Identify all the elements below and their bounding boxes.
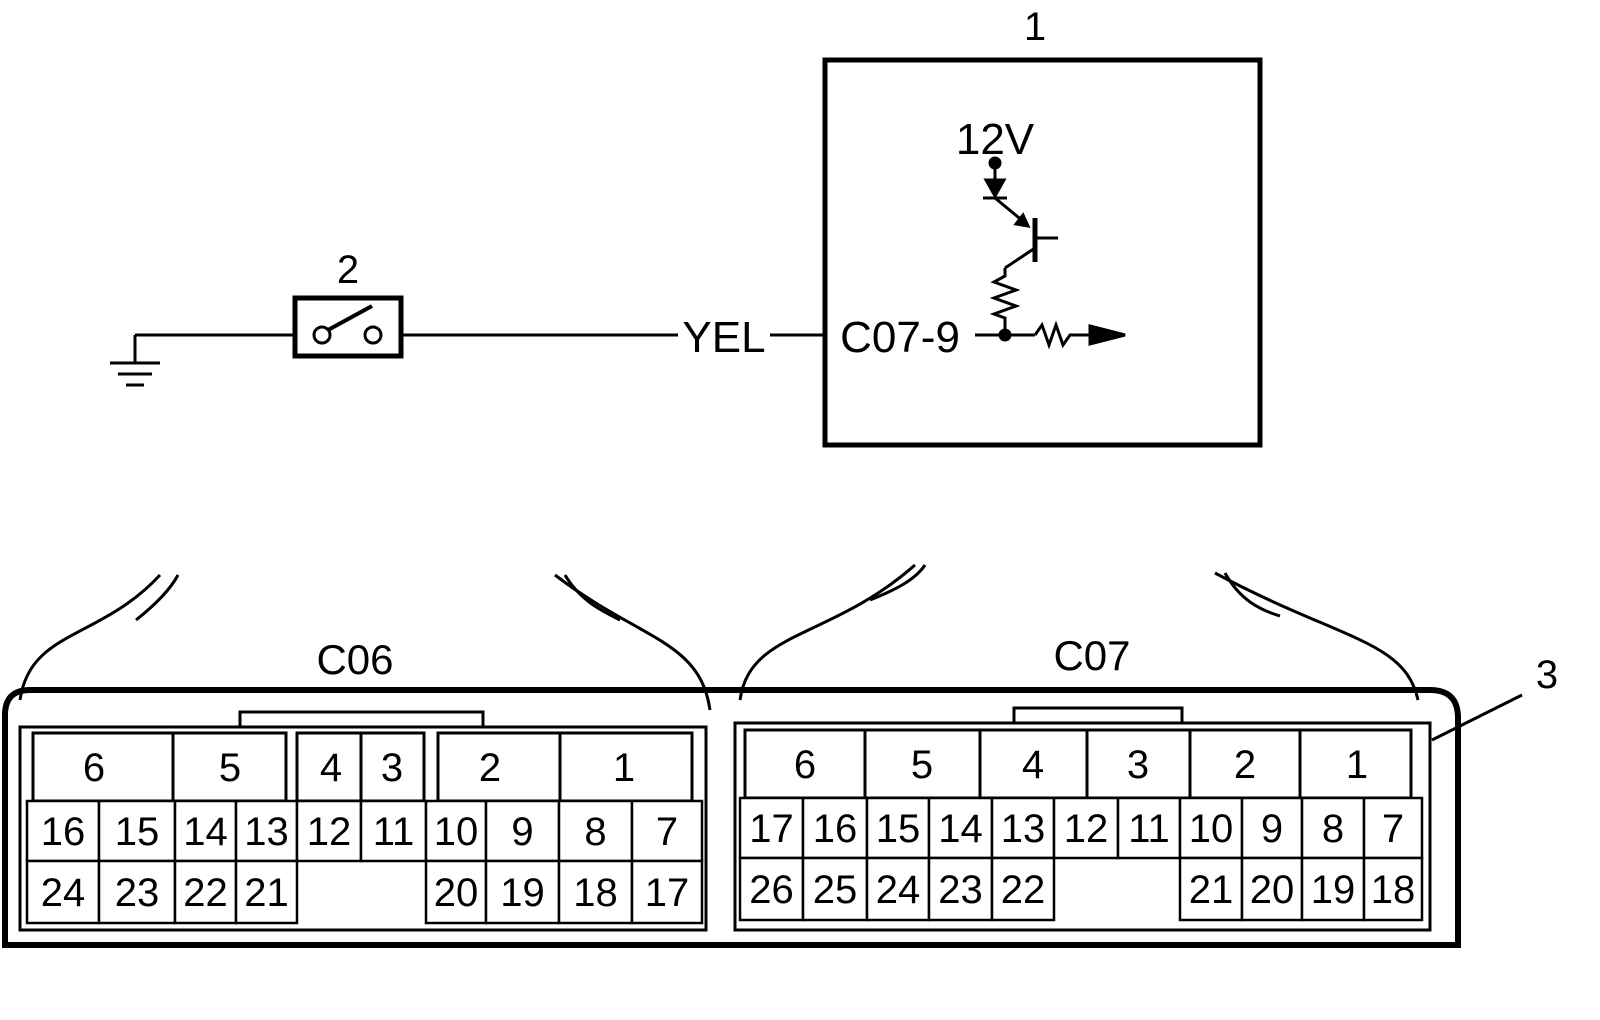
pin-cell xyxy=(234,859,299,925)
pin-number: 20 xyxy=(1250,868,1295,912)
pin-number: 26 xyxy=(749,868,794,912)
pin-number: 14 xyxy=(183,810,228,854)
pin-cell xyxy=(1052,796,1120,860)
pin-number: 17 xyxy=(749,807,794,851)
module-pin-label: C07-9 xyxy=(840,313,960,362)
cavity-label: 1 xyxy=(1346,743,1368,787)
pin-number: 20 xyxy=(434,871,479,915)
cavity-label: 3 xyxy=(1127,743,1149,787)
pin-cell xyxy=(1362,796,1424,860)
connector-c06-pins: 16 15 14 13 12 11 10 9 8 7 24 23 22 21 20 19 18 17 xyxy=(25,799,704,925)
wire-color-label: YEL xyxy=(682,313,765,362)
cavity-label: 6 xyxy=(794,743,816,787)
pin-number: 10 xyxy=(434,810,479,854)
housing-leader xyxy=(1431,693,1523,742)
pin-number: 19 xyxy=(1311,868,1356,912)
pin-cell xyxy=(738,856,805,922)
pin-cell xyxy=(25,859,101,925)
pin-number: 17 xyxy=(645,871,690,915)
switch-icon xyxy=(292,295,404,359)
switch-callout: 2 xyxy=(337,248,359,292)
pin-cell xyxy=(801,856,869,922)
pin-number: 18 xyxy=(573,871,618,915)
pin-number: 19 xyxy=(500,871,545,915)
supply-label: 12V xyxy=(956,115,1035,164)
module-callout: 1 xyxy=(1024,5,1046,49)
pin-cell xyxy=(990,796,1056,860)
pin-cell xyxy=(1240,796,1304,860)
pin-number: 7 xyxy=(1382,807,1404,851)
pin-number: 18 xyxy=(1371,868,1416,912)
pin-number: 16 xyxy=(813,807,858,851)
pin-cell xyxy=(97,799,177,863)
pin-number: 8 xyxy=(1322,807,1344,851)
module-box xyxy=(822,57,1263,448)
cavity-label: 4 xyxy=(320,746,342,790)
pin-number: 21 xyxy=(244,871,289,915)
pin-cell xyxy=(359,799,428,863)
pin-cell xyxy=(990,856,1056,922)
pin-number: 10 xyxy=(1189,807,1234,851)
pin-number: 14 xyxy=(938,807,983,851)
cavity-label: 5 xyxy=(911,743,933,787)
pin-cell xyxy=(424,859,488,925)
connector-c07-label: C07 xyxy=(1053,632,1130,679)
cavity-label: 5 xyxy=(219,746,241,790)
pin-cell xyxy=(1300,856,1366,922)
cavity-label: 2 xyxy=(479,746,501,790)
pin-number: 11 xyxy=(373,810,415,854)
pin-cell xyxy=(1240,856,1304,922)
pin-number: 7 xyxy=(656,810,678,854)
pin-cell xyxy=(557,799,634,863)
pin-number: 25 xyxy=(813,868,858,912)
pin-cell xyxy=(234,799,299,863)
pin-cell xyxy=(1362,856,1424,922)
pin-cell xyxy=(630,859,704,925)
pin-number: 13 xyxy=(1001,807,1046,851)
pin-number: 16 xyxy=(41,810,86,854)
cavity-label: 6 xyxy=(83,746,105,790)
pin-number: 23 xyxy=(938,868,983,912)
pin-number: 24 xyxy=(876,868,921,912)
ecm-housing xyxy=(2,687,1461,948)
ground-icon xyxy=(110,335,160,387)
pin-number: 13 xyxy=(244,810,289,854)
cavity-label: 3 xyxy=(381,746,403,790)
cavity-label: 4 xyxy=(1022,743,1044,787)
connector-c06-cavities: 6 5 4 3 2 1 xyxy=(83,746,635,790)
pin-number: 24 xyxy=(41,871,86,915)
pin-number: 22 xyxy=(183,871,228,915)
housing-callout: 3 xyxy=(1536,653,1558,697)
pin-cell xyxy=(865,796,931,860)
connector-c06-label: C06 xyxy=(316,636,393,683)
connector-leaders xyxy=(18,563,1420,711)
pin-number: 15 xyxy=(876,807,921,851)
pin-cell xyxy=(484,859,561,925)
pin-number: 12 xyxy=(1064,807,1109,851)
transistor-icon xyxy=(975,156,1126,350)
cavity-label: 1 xyxy=(613,746,635,790)
connector-c07-cavities: 6 5 4 3 2 1 xyxy=(794,743,1368,787)
pin-cell xyxy=(630,799,704,863)
pin-cell xyxy=(1116,796,1182,860)
pin-number: 9 xyxy=(511,810,533,854)
pin-number: 9 xyxy=(1261,807,1283,851)
pin-number: 23 xyxy=(115,871,160,915)
pin-number: 22 xyxy=(1001,868,1046,912)
pin-number: 11 xyxy=(1128,807,1170,851)
connector-c07 xyxy=(733,706,1432,932)
cavity-label: 2 xyxy=(1234,743,1256,787)
pin-number: 8 xyxy=(584,810,606,854)
pin-number: 15 xyxy=(115,810,160,854)
pin-number: 21 xyxy=(1189,868,1234,912)
pin-number: 12 xyxy=(307,810,352,854)
